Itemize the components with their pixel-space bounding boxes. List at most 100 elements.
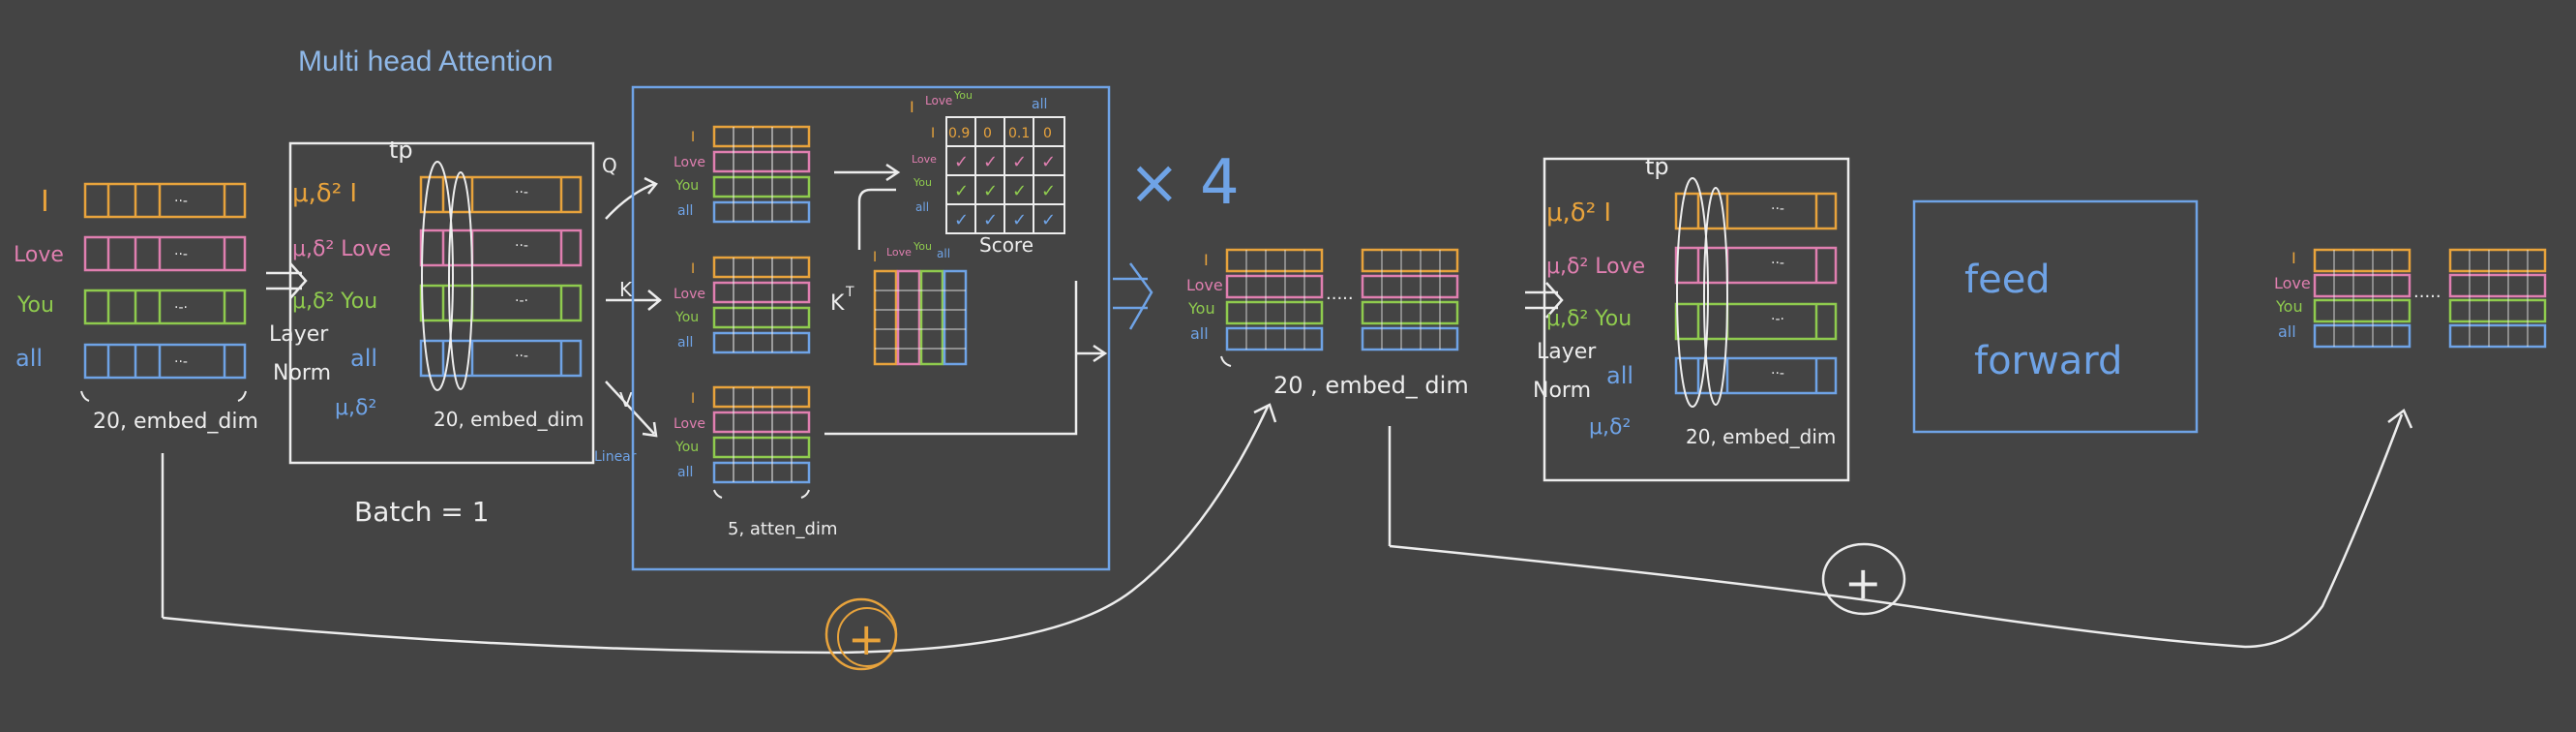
svg-text:You: You [913,240,932,253]
layer-norm-block-2: tp μ,δ² I μ,δ² Love μ,δ² You all ··- ··- ·… [1533,153,1850,482]
svg-text:You: You [2275,297,2303,316]
ln1-label-love: μ,δ² Love [292,237,391,261]
svg-text:✓: ✓ [1012,181,1027,201]
svg-text:μ,δ²: μ,δ² [1589,415,1631,440]
layer-norm-label-1: Layer [269,322,329,347]
svg-text:all: all [1032,97,1047,112]
svg-text:✓: ✓ [1012,152,1027,172]
attention-output: I Love You all ····· 20 , embed_ dim [1186,248,1469,399]
svg-text:0.9: 0.9 [948,126,970,141]
svg-text:all: all [1606,362,1633,389]
svg-text:Love: Love [912,153,937,166]
embedding-vector-love [83,235,247,272]
atten-dim-label: 5, atten_dim [728,519,837,539]
svg-text:✓: ✓ [1041,210,1056,230]
svg-text:all: all [1190,324,1209,343]
batch-label: Batch = 1 [354,496,490,528]
svg-text:I: I [2291,249,2296,267]
tp-label-2: tp [1645,153,1669,180]
final-output: I Love You all ····· [2274,248,2547,349]
svg-text:··-: ··- [1771,366,1784,381]
svg-text:all: all [677,335,693,351]
score-label: Score [979,233,1033,257]
svg-text:··-: ··- [515,238,528,254]
ln1-label-all: all [350,345,377,372]
q-label: Q [602,154,617,177]
token-label-you: You [16,293,54,318]
svg-text:Love: Love [674,155,705,170]
svg-text:You: You [674,310,699,325]
svg-text:·-·: ·-· [1771,312,1784,327]
svg-text:··-: ··- [174,247,188,262]
svg-text:✓: ✓ [983,210,998,230]
svg-text:✓: ✓ [954,210,969,230]
token-label-i: I [41,185,49,219]
svg-text:You: You [674,178,699,194]
svg-text:··-: ··- [515,185,528,200]
query-matrix: I Love You all [674,125,811,224]
svg-text:Love: Love [925,94,952,107]
svg-text:I: I [691,261,695,277]
svg-text:μ,δ² Love: μ,δ² Love [1546,255,1645,279]
svg-text:I: I [910,98,914,116]
svg-text:··-: ··- [174,194,188,209]
k-label: K [619,278,633,301]
embedding-vector-i [83,182,247,219]
layer-norm-label-1b: Norm [273,361,331,385]
token-label-love: Love [14,243,64,267]
svg-text:T: T [845,285,854,300]
mid-dim-label: 20 , embed_ dim [1273,372,1469,399]
svg-text:You: You [674,440,699,455]
svg-text:I: I [691,391,695,407]
input-embeddings: I Love You all ··-··-·-···- 20, embed_di… [14,182,258,434]
feed-forward-label-2: forward [1974,339,2122,383]
linear-label: Linear [594,449,637,465]
svg-text:✓: ✓ [983,181,998,201]
mu-sigma-label-1: μ,δ² [335,396,376,420]
input-dim-label: 20, embed_dim [93,410,258,434]
residual-connection-1 [161,403,1277,655]
svg-text:all: all [2278,322,2296,341]
add-symbol-2: + [1844,557,1882,609]
diagram-title: Multi head Attention [298,46,554,77]
svg-text:You: You [953,89,973,102]
svg-text:You: You [1187,299,1215,318]
token-label-all: all [15,345,43,372]
add-symbol-1: + [848,613,885,665]
feed-forward-block: feed forward [1912,199,2199,434]
svg-text:✓: ✓ [954,181,969,201]
svg-text:✓: ✓ [1041,181,1056,201]
add-node-1: + [824,597,898,671]
svg-text:··-: ··- [174,354,188,370]
svg-text:Love: Love [1186,276,1223,294]
svg-text:✓: ✓ [983,152,998,172]
svg-text:K: K [830,291,845,316]
svg-text:✓: ✓ [1012,210,1027,230]
residual-connection-2 [1388,409,2413,649]
multi-head-attention-block: I Love You all I Love You all [631,85,1111,571]
svg-text:I: I [931,126,935,141]
svg-text:I: I [1204,251,1209,269]
svg-text:Love: Love [674,287,705,302]
score-matrix: I Love You all I Love You all 0.9 0 0.1 … [910,89,1065,257]
svg-text:Love: Love [886,246,912,259]
svg-text:all: all [677,465,693,480]
svg-text:·-·: ·-· [515,293,528,309]
feed-forward-label-1: feed [1964,258,2051,302]
ln2-dim-label: 20, embed_dim [1686,425,1836,448]
value-matrix: I Love You all 5, atten_dim [674,385,837,539]
ln1-dim-label: 20, embed_dim [434,408,584,431]
svg-text:I: I [873,250,877,265]
svg-text:Love: Love [2274,274,2311,292]
svg-text:Love: Love [674,416,705,432]
svg-text:··-: ··- [515,349,528,364]
svg-text:0: 0 [1043,126,1052,141]
svg-text:I: I [691,130,695,145]
svg-text:··-: ··- [1771,256,1784,271]
svg-text:μ,δ² I: μ,δ² I [1546,198,1611,228]
v-label: V [619,388,633,412]
tp-label-1: tp [389,137,413,164]
key-transpose-matrix: K T I Love You all [830,240,968,366]
svg-text:μ,δ² You: μ,δ² You [1546,307,1632,331]
